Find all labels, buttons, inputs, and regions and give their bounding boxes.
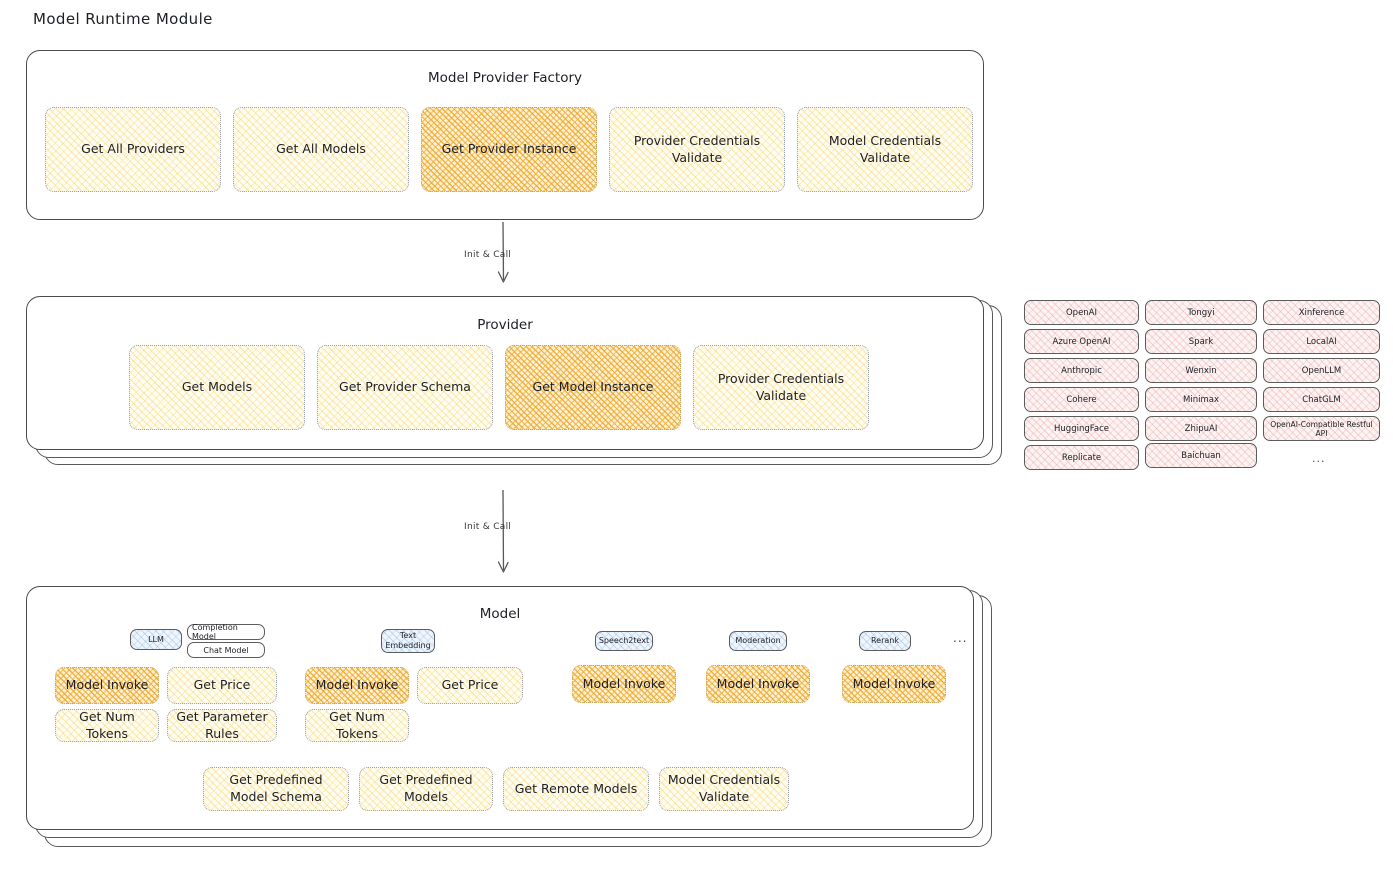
arrow-factory-to-provider-label: Init & Call (464, 250, 512, 260)
rerank-method-model-invoke[interactable]: Model Invoke (842, 665, 946, 703)
llm-method-get-price[interactable]: Get Price (167, 667, 277, 704)
provider-chip-baichuan[interactable]: Baichuan (1145, 443, 1257, 468)
text-embedding-method-get-price[interactable]: Get Price (417, 667, 523, 704)
model-type-chip-text-embedding[interactable]: Text Embedding (381, 629, 435, 653)
model-provider-factory-panel: Model Provider Factory Get All Providers… (26, 50, 984, 220)
llm-method-model-invoke[interactable]: Model Invoke (55, 667, 159, 704)
provider-chip-cohere[interactable]: Cohere (1024, 387, 1139, 412)
factory-method-get-provider-instance[interactable]: Get Provider Instance (421, 107, 597, 192)
model-subtype-chip-completion-model[interactable]: Completion Model (187, 623, 265, 641)
llm-method-get-num-tokens[interactable]: Get Num Tokens (55, 709, 159, 742)
provider-chip-replicate[interactable]: Replicate (1024, 445, 1139, 470)
model-panel: Model LLM Completion Model Chat Model Mo… (26, 586, 974, 830)
model-type-chip-llm[interactable]: LLM (130, 629, 182, 650)
provider-chip-anthropic[interactable]: Anthropic (1024, 358, 1139, 383)
arrow-down-icon (497, 221, 509, 283)
provider-list-more-indicator: ... (1312, 452, 1326, 465)
model-common-method-get-predefined-models[interactable]: Get Predefined Models (359, 767, 493, 811)
model-type-chip-speech2text[interactable]: Speech2text (595, 631, 653, 651)
llm-method-get-parameter-rules[interactable]: Get Parameter Rules (167, 709, 277, 742)
provider-panel-title: Provider (477, 317, 533, 333)
model-panel-title: Model (479, 606, 521, 622)
factory-method-get-all-models[interactable]: Get All Models (233, 107, 409, 192)
arrow-factory-to-provider: Init & Call (464, 221, 538, 298)
text-embedding-method-model-invoke[interactable]: Model Invoke (305, 667, 409, 704)
provider-chip-openllm[interactable]: OpenLLM (1263, 358, 1380, 383)
provider-chip-tongyi[interactable]: Tongyi (1145, 300, 1257, 325)
factory-method-provider-credentials-validate[interactable]: Provider Credentials Validate (609, 107, 785, 192)
provider-chip-minimax[interactable]: Minimax (1145, 387, 1257, 412)
provider-panel: Provider Get Models Get Provider Schema … (26, 296, 984, 450)
provider-chip-wenxin[interactable]: Wenxin (1145, 358, 1257, 383)
model-types-more-indicator: ... (953, 631, 968, 645)
arrow-provider-to-model-label: Init & Call (464, 522, 512, 532)
provider-method-get-provider-schema[interactable]: Get Provider Schema (317, 345, 493, 430)
provider-chip-openai-compatible-restful-api[interactable]: OpenAI-Compatible Restful API (1263, 416, 1380, 441)
provider-chip-openai[interactable]: OpenAI (1024, 300, 1139, 325)
provider-method-get-models[interactable]: Get Models (129, 345, 305, 430)
model-common-method-get-remote-models[interactable]: Get Remote Models (503, 767, 649, 811)
factory-panel-title: Model Provider Factory (427, 70, 582, 86)
moderation-method-model-invoke[interactable]: Model Invoke (706, 665, 810, 703)
page-title: Model Runtime Module (33, 10, 213, 28)
factory-method-model-credentials-validate[interactable]: Model Credentials Validate (797, 107, 973, 192)
model-subtype-chip-chat-model[interactable]: Chat Model (187, 642, 265, 658)
provider-chip-chatglm[interactable]: ChatGLM (1263, 387, 1380, 412)
provider-method-provider-credentials-validate[interactable]: Provider Credentials Validate (693, 345, 869, 430)
provider-chip-spark[interactable]: Spark (1145, 329, 1257, 354)
factory-method-get-all-providers[interactable]: Get All Providers (45, 107, 221, 192)
provider-chip-xinference[interactable]: Xinference (1263, 300, 1380, 325)
arrow-provider-to-model: Init & Call (464, 489, 538, 580)
model-type-chip-moderation[interactable]: Moderation (729, 631, 787, 651)
provider-chip-localai[interactable]: LocalAI (1263, 329, 1380, 354)
arrow-down-icon (497, 489, 509, 573)
provider-list: OpenAI Azure OpenAI Anthropic Cohere Hug… (1024, 300, 1380, 480)
model-type-chip-rerank[interactable]: Rerank (859, 631, 911, 651)
model-common-method-get-predefined-model-schema[interactable]: Get Predefined Model Schema (203, 767, 349, 811)
provider-chip-azure-openai[interactable]: Azure OpenAI (1024, 329, 1139, 354)
provider-method-get-model-instance[interactable]: Get Model Instance (505, 345, 681, 430)
speech2text-method-model-invoke[interactable]: Model Invoke (572, 665, 676, 703)
text-embedding-method-get-num-tokens[interactable]: Get Num Tokens (305, 709, 409, 742)
model-common-method-model-credentials-validate[interactable]: Model Credentials Validate (659, 767, 789, 811)
provider-chip-huggingface[interactable]: HuggingFace (1024, 416, 1139, 441)
provider-chip-zhipuai[interactable]: ZhipuAI (1145, 416, 1257, 441)
